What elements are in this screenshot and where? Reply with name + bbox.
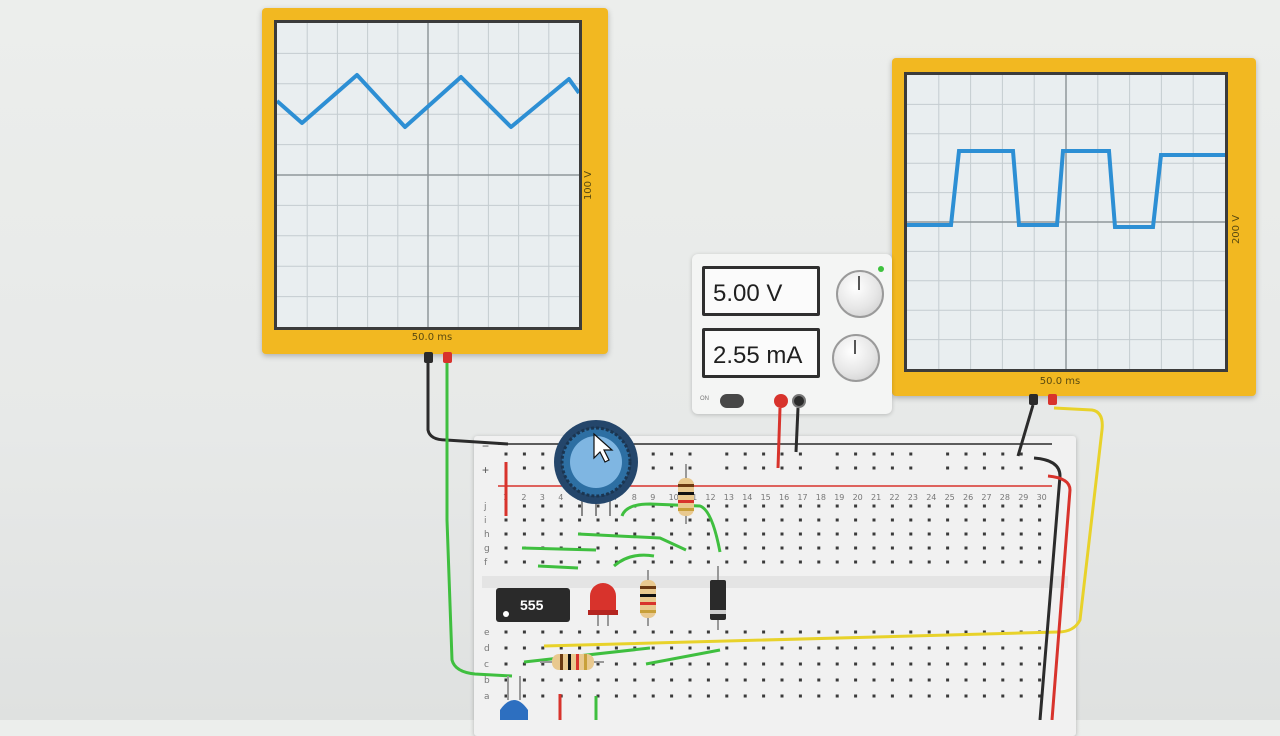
oscilloscope-left-trace [277,73,579,129]
column-number: 18 [816,493,826,502]
column-number: 21 [871,493,881,502]
column-number: 28 [1000,493,1010,502]
current-knob-icon[interactable] [832,334,880,382]
column-number: 27 [981,493,991,502]
power-indicator-light [878,266,884,272]
column-number: 17 [797,493,807,502]
oscilloscope-right-screen [904,72,1228,372]
row-letter: g [484,544,490,554]
oscilloscope-right-voltage-division: 200 V [1231,214,1243,245]
row-letter: e [484,628,490,638]
column-number: 3 [540,493,545,502]
voltage-readout: 5.00 V [702,266,820,316]
column-number: 24 [926,493,936,502]
oscilloscope-left-screen [274,20,582,330]
oscilloscope-right-trace [907,149,1225,229]
row-letter: h [484,530,490,540]
column-number: 2 [521,493,526,502]
rail-plus-label: + [482,463,489,477]
oscilloscope-left[interactable]: 50.0 ms 100 V [262,8,608,354]
row-letter: i [484,516,487,526]
column-number: 1 [503,493,508,502]
row-letter: f [484,558,488,568]
column-number: 13 [724,493,734,502]
row-letter: c [484,660,489,670]
row-letter: j [483,502,487,512]
column-number: 4 [558,493,563,502]
positive-terminal[interactable] [774,394,788,408]
power-supply[interactable]: 5.00 V 2.55 mA ON [692,254,892,414]
power-switch-label: ON [700,396,709,402]
column-number: 8 [632,493,637,502]
column-number: 25 [945,493,955,502]
row-letter: b [484,676,490,686]
column-number: 9 [650,493,655,502]
voltage-knob-icon[interactable] [836,270,884,318]
oscilloscope-left-time-division: 50.0 ms [411,332,453,343]
negative-terminal[interactable] [792,394,806,408]
column-number: 11 [687,493,697,502]
column-number: 5 [577,493,582,502]
oscilloscope-right[interactable]: 50.0 ms 200 V [892,58,1256,396]
column-number: 26 [963,493,973,502]
oscilloscope-right-time-division: 50.0 ms [1039,376,1081,387]
rail-minus-label: − [482,439,489,453]
column-number: 7 [613,493,618,502]
row-letter: a [484,692,490,702]
current-readout: 2.55 mA [702,328,820,378]
oscilloscope-left-voltage-division: 100 V [583,170,595,201]
column-number: 20 [853,493,863,502]
column-number: 29 [1018,493,1028,502]
column-number: 10 [669,493,679,502]
row-letter: d [484,644,490,654]
column-number: 14 [742,493,752,502]
column-number: 12 [705,493,715,502]
column-number: 6 [595,493,600,502]
column-number: 22 [889,493,899,502]
column-number: 15 [761,493,771,502]
power-toggle-switch[interactable] [720,394,744,408]
column-number: 23 [908,493,918,502]
column-number: 30 [1037,493,1047,502]
column-number: 19 [834,493,844,502]
column-number: 16 [779,493,789,502]
wire-black-left-scope[interactable] [426,363,509,446]
